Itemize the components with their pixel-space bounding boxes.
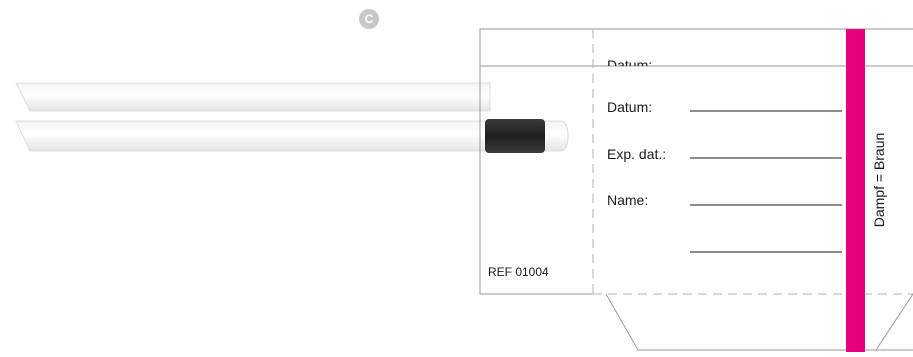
variant-badge: C: [359, 9, 379, 29]
tube-lower: [15, 120, 569, 152]
tube-upper: [15, 82, 491, 112]
hidden-field-label: Datum:: [607, 58, 727, 66]
stripe-text: Dampf = Braun: [871, 132, 887, 228]
field-label-name: Name:: [607, 192, 649, 208]
hidden-field-text: Datum:: [607, 58, 653, 66]
ref-number: REF 01004: [488, 265, 549, 279]
label-left-edge: [479, 66, 593, 295]
sleeve: [485, 119, 545, 153]
field-label-exp-date: Exp. dat.:: [607, 146, 667, 162]
bottom-flap: [605, 293, 913, 351]
bottom-flap-right: [875, 293, 913, 351]
indicator-stripe: [846, 29, 865, 352]
label-top-fold: [479, 28, 913, 66]
field-label-datum: Datum:: [607, 99, 653, 115]
